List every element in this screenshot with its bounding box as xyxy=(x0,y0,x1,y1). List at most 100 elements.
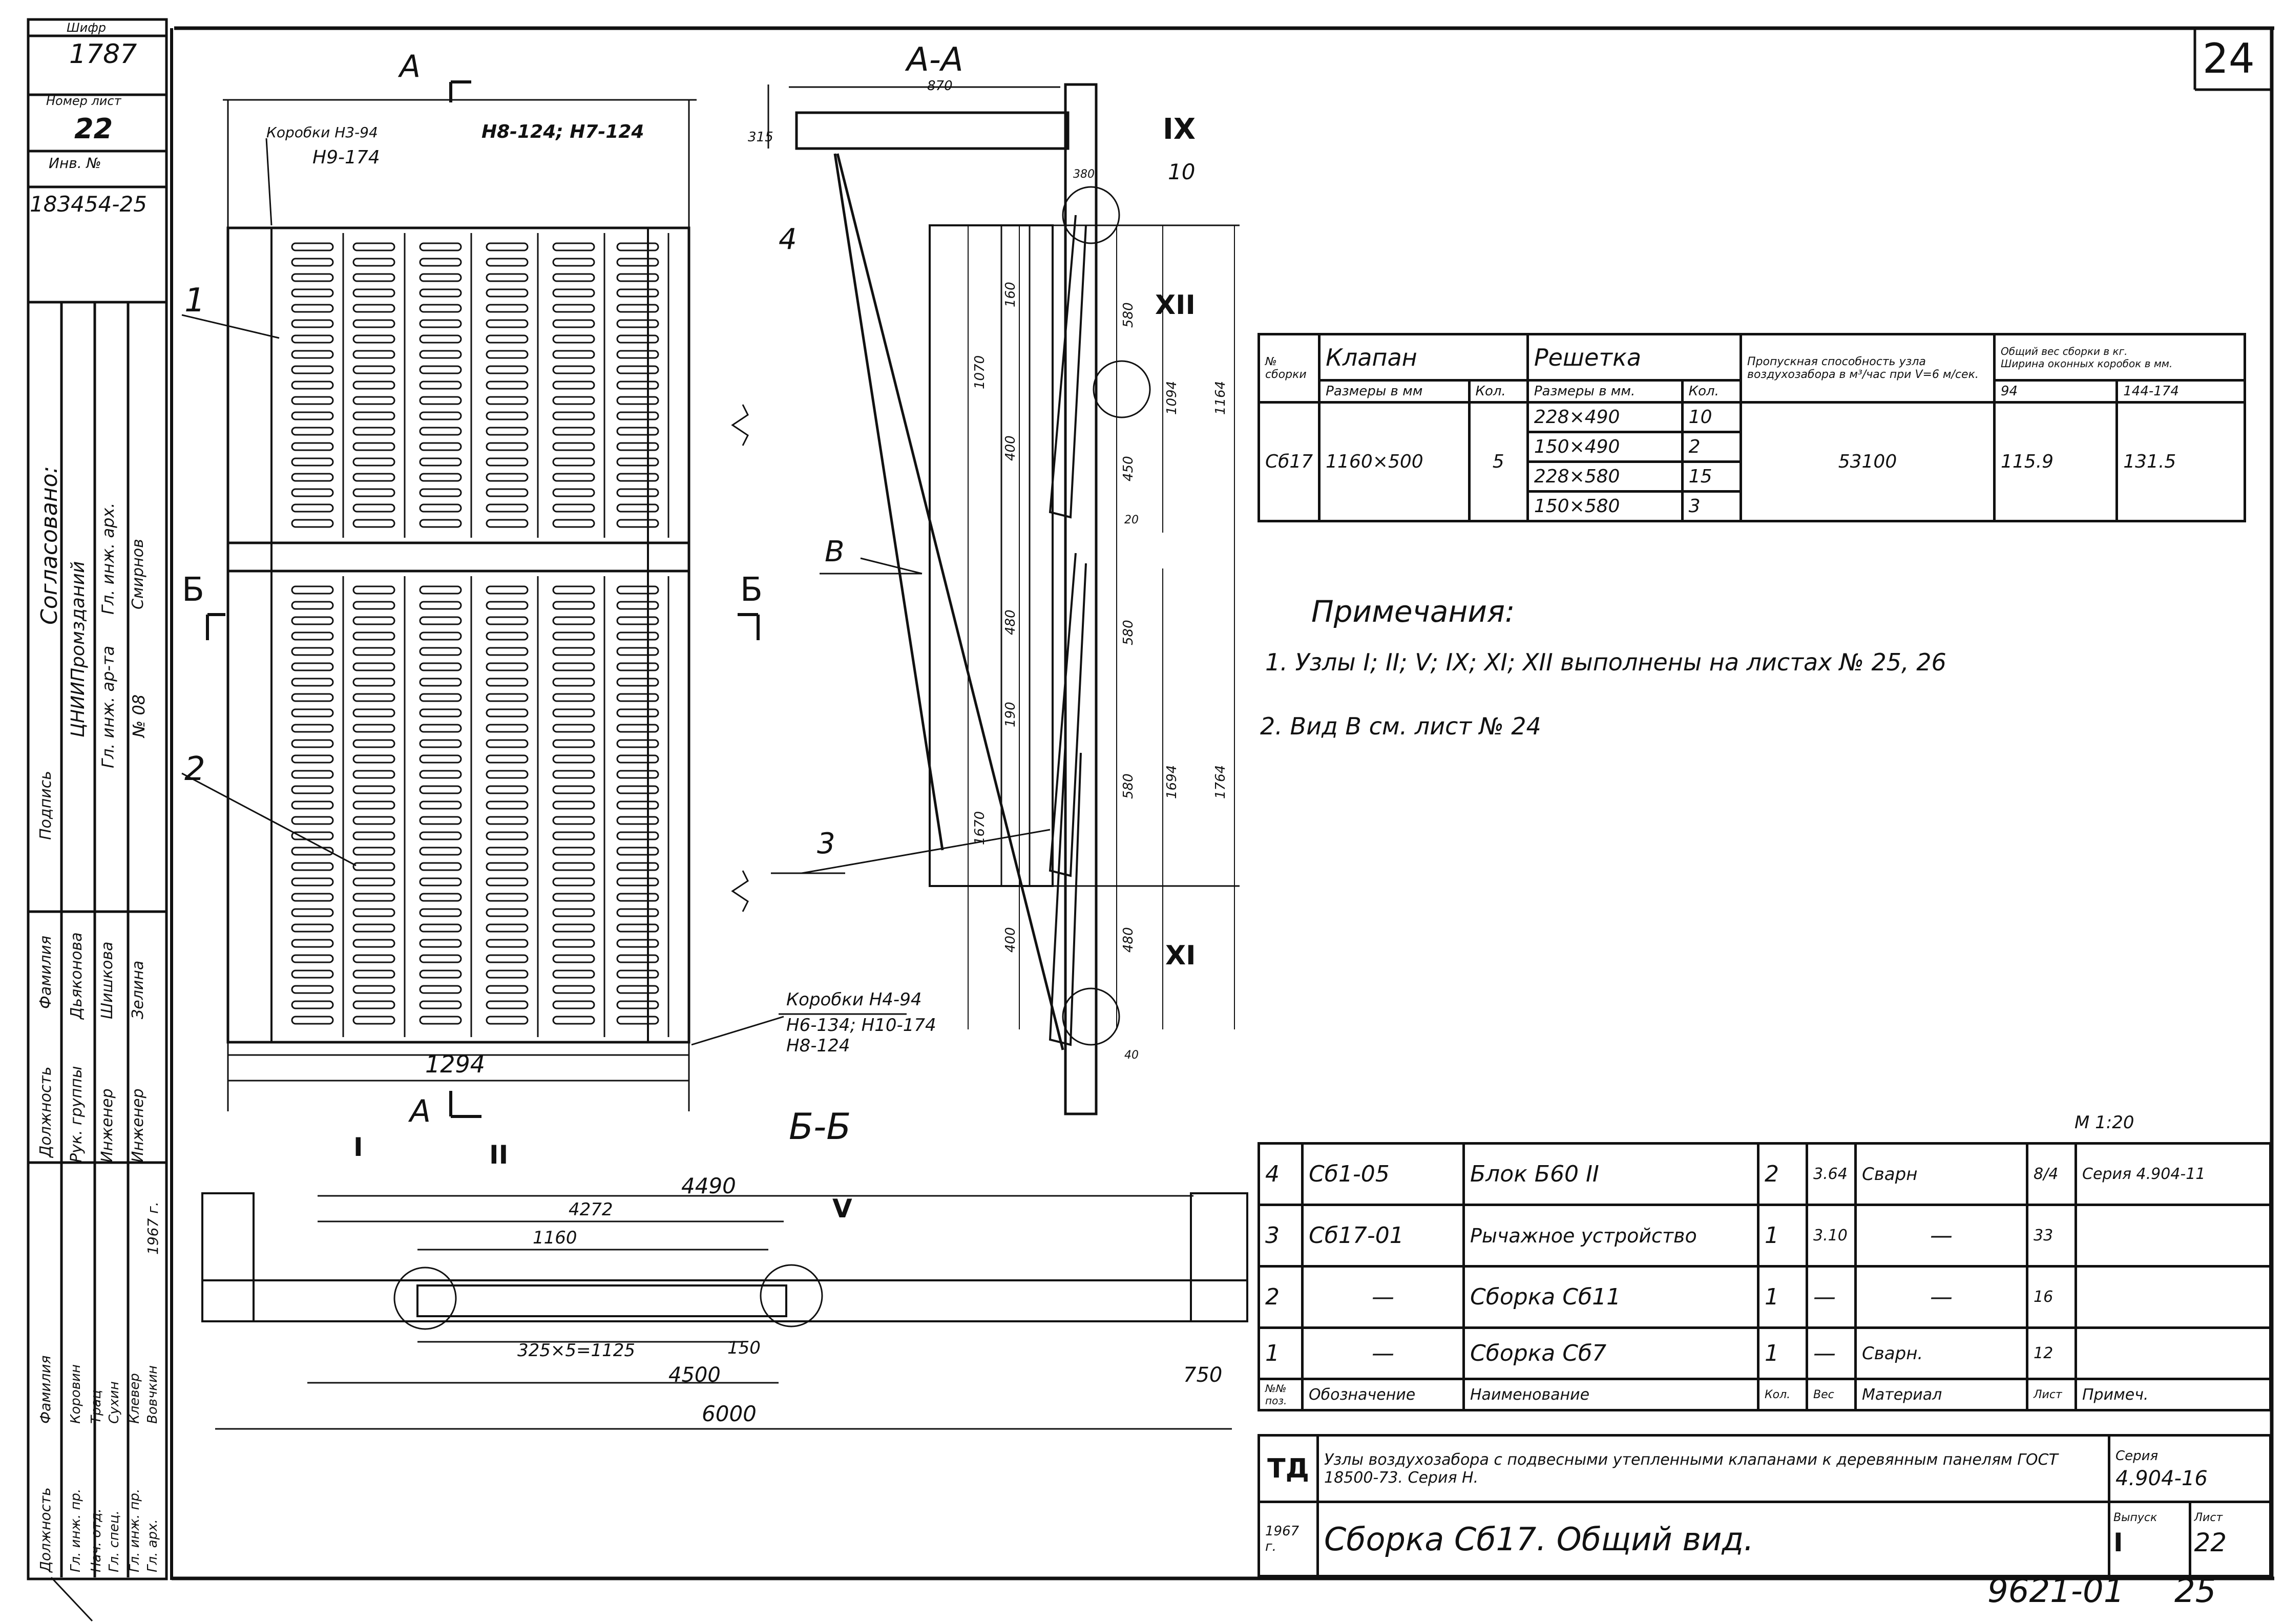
grille-slot xyxy=(616,503,659,513)
grille-slot xyxy=(616,616,659,625)
title-sheet: 22 xyxy=(2194,1528,2227,1557)
section-b-left: Б xyxy=(182,571,204,609)
grille-slot xyxy=(291,739,334,748)
grille-slot xyxy=(352,503,395,513)
grille-slot xyxy=(552,242,595,251)
position-2: 2 xyxy=(184,750,205,788)
grille-slot xyxy=(616,708,659,718)
section-a-label-bottom: A xyxy=(410,1093,431,1129)
spec-h-note: Примеч. xyxy=(2075,1378,2272,1411)
grille-slot xyxy=(552,273,595,282)
grille-slot xyxy=(419,969,462,979)
position-3: 3 xyxy=(817,827,835,860)
front-view xyxy=(181,80,907,1118)
callout-boxes-top: Коробки Н3-94 xyxy=(266,124,378,141)
aa-dim-top: 870 xyxy=(927,78,953,94)
grille-slot xyxy=(486,503,529,513)
grille-slot xyxy=(419,985,462,994)
agreed-dept: Гл. инж. ар-та xyxy=(98,645,118,768)
grille-slot xyxy=(419,457,462,467)
grille-slot xyxy=(291,631,334,641)
bb-node-ii: II xyxy=(489,1140,509,1170)
grille-slot xyxy=(419,954,462,963)
grille-slot xyxy=(419,678,462,687)
grille-slot xyxy=(291,411,334,420)
bottom-row3-name: Сухин xyxy=(107,1381,122,1424)
grille-slot xyxy=(291,893,334,902)
grille-slot xyxy=(352,754,395,764)
aa-dim-side: 315 xyxy=(748,130,773,145)
grille-slot xyxy=(486,631,529,641)
grille-slot xyxy=(419,693,462,702)
spec-h-pos: №№ поз. xyxy=(1258,1378,1304,1411)
grille-slot xyxy=(291,1000,334,1009)
grille-slot xyxy=(486,862,529,871)
grille-slot xyxy=(552,1000,595,1009)
specification-table: 4 Сб1-05 Блок Б60 II 2 3.64 Сварн 8/4 Се… xyxy=(1258,1142,2272,1411)
bottom-row2-position: Нач. отд. xyxy=(89,1508,104,1572)
grille-slot xyxy=(291,519,334,528)
grille-slot xyxy=(419,288,462,298)
title-org: ТД xyxy=(1258,1434,1319,1503)
grille-slot xyxy=(552,678,595,687)
position-4: 4 xyxy=(779,223,797,256)
node-ix: IX xyxy=(1163,113,1196,146)
spec-r1-material: Сварн xyxy=(1854,1142,2028,1206)
grille-slot xyxy=(616,411,659,420)
grille-slot xyxy=(616,442,659,451)
td-grille-size-4: 150×580 xyxy=(1526,490,1684,522)
grille-slot xyxy=(616,678,659,687)
grille-slot xyxy=(486,616,529,625)
td-weight-94: 115.9 xyxy=(1993,401,2119,522)
bb-dim-4500: 4500 xyxy=(668,1363,721,1387)
grille-slot xyxy=(616,923,659,933)
grille-slot xyxy=(486,678,529,687)
grille-slot xyxy=(486,350,529,359)
title-block: ТД Узлы воздухозабора с подвесными утепл… xyxy=(1258,1434,2272,1577)
grille-slot xyxy=(486,800,529,810)
grille-slot xyxy=(352,708,395,718)
grille-slot xyxy=(352,488,395,497)
grille-slot xyxy=(291,442,334,451)
bb-node-i: I xyxy=(353,1132,363,1162)
scale-label: М 1:20 xyxy=(2075,1112,2134,1133)
node-xi: XI xyxy=(1165,940,1196,971)
grille-slot xyxy=(486,647,529,656)
th-weight-title: Общий вес сборки в кг. xyxy=(2000,345,2128,357)
grille-slot xyxy=(616,334,659,344)
grille-slot xyxy=(419,442,462,451)
grille-slot xyxy=(552,647,595,656)
grille-slot xyxy=(616,488,659,497)
grille-slot xyxy=(419,365,462,374)
grille-slot xyxy=(552,831,595,840)
valve-grille-table: № сборки Клапан Решетка Пропускная спосо… xyxy=(1257,333,2247,522)
grille-slot xyxy=(616,893,659,902)
td-weight-174: 131.5 xyxy=(2115,401,2246,522)
aa-dim-small-380: 380 xyxy=(1073,168,1095,181)
grille-slot xyxy=(291,616,334,625)
grille-slot xyxy=(486,831,529,840)
spec-r2-note xyxy=(2075,1204,2272,1268)
grille-slot xyxy=(616,969,659,979)
callout-boxes-bottom-3: Н8-124 xyxy=(786,1036,850,1056)
spec-r3-note xyxy=(2075,1265,2272,1329)
aa-dim-160: 160 xyxy=(1003,282,1018,307)
callout-boxes-bottom-2: Н6-134; Н10-174 xyxy=(786,1015,936,1036)
spec-r4-note xyxy=(2075,1326,2272,1380)
grille-slot xyxy=(352,273,395,282)
bb-dim-6000: 6000 xyxy=(702,1401,757,1426)
grille-slot xyxy=(552,847,595,856)
bb-dim-150: 150 xyxy=(727,1338,761,1358)
grille-slot xyxy=(616,519,659,528)
td-grille-size-3: 228×580 xyxy=(1526,460,1684,493)
grille-slot xyxy=(486,877,529,887)
grille-slot xyxy=(486,381,529,390)
grille-slot xyxy=(352,258,395,267)
title-description: Узлы воздухозабора с подвесными утепленн… xyxy=(1316,1434,2110,1503)
grille-slot xyxy=(352,969,395,979)
spec-r3-sheet: 16 xyxy=(2026,1265,2077,1329)
grille-slot xyxy=(419,334,462,344)
grille-slot xyxy=(486,954,529,963)
grille-slot xyxy=(552,908,595,917)
stamp-code: 1787 xyxy=(69,39,137,70)
